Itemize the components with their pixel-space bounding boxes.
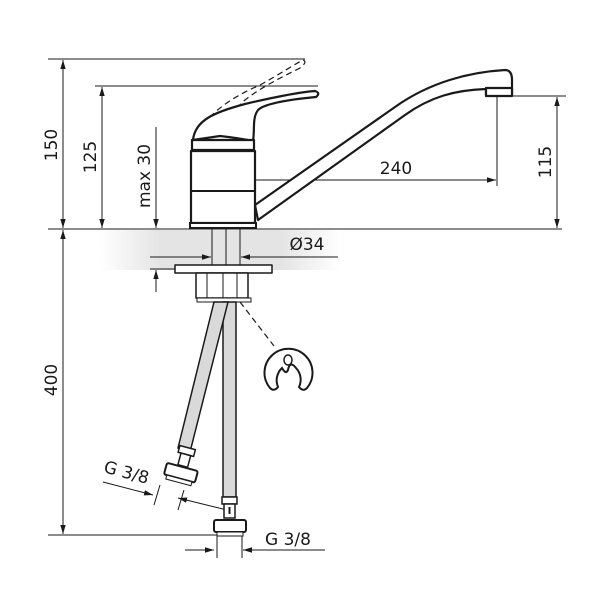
dimension-lines	[60, 60, 560, 558]
hose-straight	[222, 301, 237, 498]
horseshoe-clip-icon	[263, 347, 314, 391]
spout	[253, 68, 514, 222]
dim-label-125: 125	[81, 141, 101, 173]
dim-label-240: 240	[380, 159, 412, 179]
mounting-plate	[174, 264, 273, 274]
hose-angled	[177, 301, 229, 453]
lever-cap	[190, 138, 256, 152]
dim-label-150: 150	[42, 129, 62, 161]
lever-handle	[191, 89, 320, 143]
clip-leader-line	[239, 301, 275, 347]
faucet-body	[189, 149, 257, 225]
mounting-nut	[195, 272, 249, 299]
dim-label-115: 115	[536, 146, 556, 178]
dim-label-thread-left: G 3/8	[102, 458, 152, 489]
dim-label-diameter: Ø34	[289, 235, 324, 255]
countertop-section	[100, 230, 340, 270]
hose-fitting-left	[163, 444, 199, 487]
hose-fitting-bottom	[213, 496, 247, 537]
dim-label-400: 400	[42, 364, 62, 396]
lever-raised-outline	[192, 59, 306, 143]
dim-label-thread-bottom: G 3/8	[265, 530, 311, 550]
spout-aerator	[484, 86, 514, 98]
dim-label-max30: max 30	[135, 144, 155, 208]
